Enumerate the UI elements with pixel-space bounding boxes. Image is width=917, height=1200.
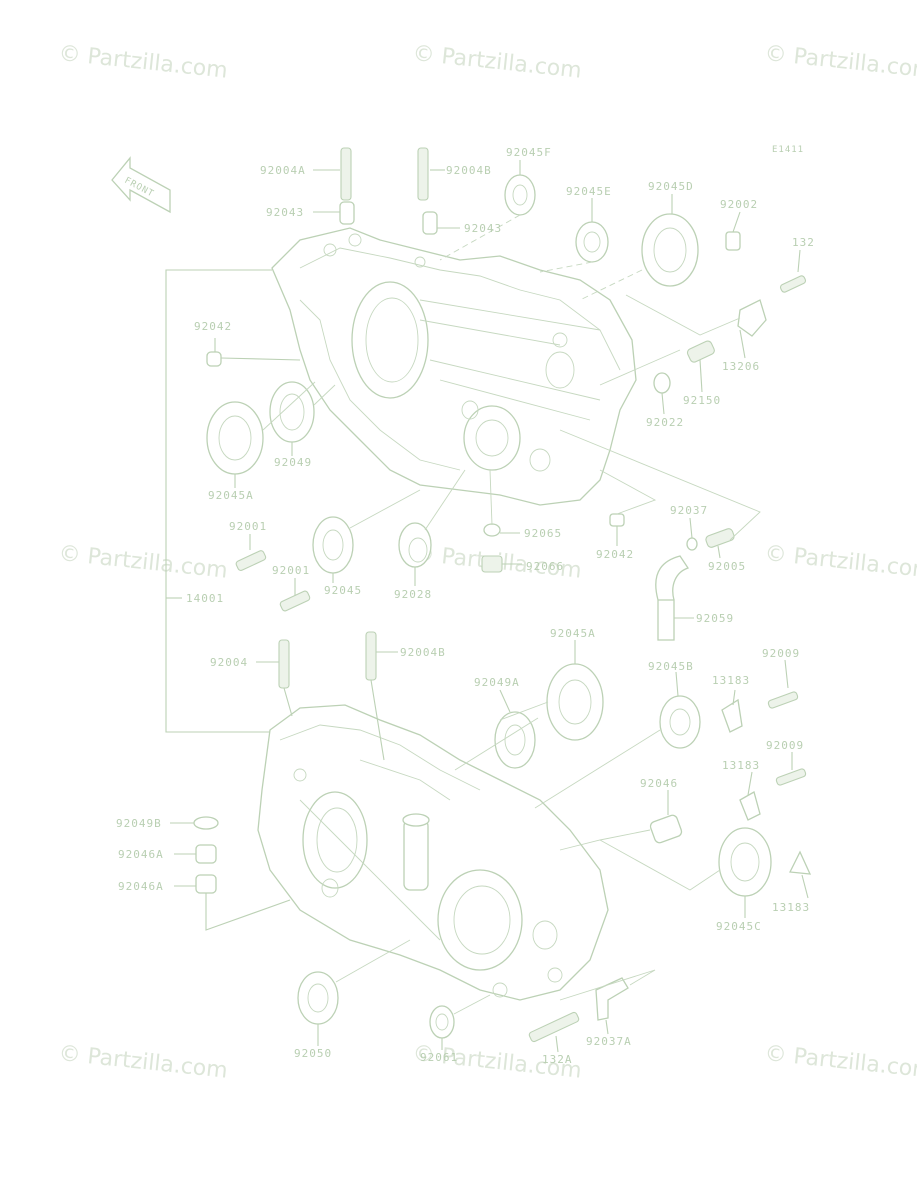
plug-92002 [725,231,741,251]
label-92046A-b: 92046A [118,880,164,893]
ring-92037 [686,537,698,551]
label-92009-b: 92009 [766,739,804,752]
label-92046A-a: 92046A [118,848,164,861]
label-92150: 92150 [683,394,721,407]
label-92043-a: 92043 [266,206,304,219]
label-92042-lower: 92042 [596,548,634,561]
label-92059: 92059 [696,612,734,625]
label-13183-c: 13183 [772,901,810,914]
pin-92042-upper [206,351,222,367]
lower-crankcase [257,704,609,1001]
label-92022: 92022 [646,416,684,429]
label-92045D: 92045D [648,180,694,193]
label-13206: 13206 [722,360,760,373]
label-92004A: 92004A [260,164,306,177]
label-92045B: 92045B [648,660,694,673]
label-92066: 92066 [526,560,564,573]
label-92045A-upper: 92045A [208,489,254,502]
bolt-132 [779,275,807,293]
label-92065: 92065 [524,527,562,540]
label-13183-b: 13183 [722,759,760,772]
label-92004B-upper: 92004B [446,164,492,177]
dowel-92043-a [339,201,355,225]
watermark-2: © Partzilla.com [411,41,582,84]
label-92005: 92005 [708,560,746,573]
upper-bearings [206,174,699,574]
label-92004: 92004 [210,656,248,669]
label-14001: 14001 [186,592,224,605]
part-labels: 92004A 92004B 92045F 92043 92043 92045E … [116,146,815,1066]
sensor-92150 [686,340,715,363]
watermark-7: © Partzilla.com [57,1041,228,1084]
label-92043-b: 92043 [464,222,502,235]
label-92004B-lower: 92004B [400,646,446,659]
label-92050: 92050 [294,1047,332,1060]
plug-92066 [481,555,503,573]
label-92009-a: 92009 [762,647,800,660]
front-arrow-icon: FRONT [111,156,171,214]
label-92028: 92028 [394,588,432,601]
stud-92004B-lower [365,631,377,681]
plate-13206 [737,299,767,337]
label-92042-upper: 92042 [194,320,232,333]
leader-lines [170,160,809,1053]
stud-92004 [278,639,290,689]
fitting-92005 [705,528,735,548]
label-92049A: 92049A [474,676,520,689]
washer-92065 [483,523,501,537]
stud-92004A [340,147,352,201]
label-92037A: 92037A [586,1035,632,1048]
label-92045: 92045 [324,584,362,597]
label-92037: 92037 [670,504,708,517]
label-92045F: 92045F [506,146,552,159]
diagram-code: E1411 [772,145,804,155]
pin-92042-lower [609,513,625,527]
label-92061: 92061 [420,1051,458,1064]
label-92045C: 92045C [716,920,762,933]
bolt-92001-b [279,590,311,612]
label-92002: 92002 [720,198,758,211]
upper-crankcase [271,227,637,506]
case-set-bracket [165,269,272,733]
label-132A: 132A [542,1053,573,1066]
dowel-92043-b [422,211,438,235]
label-92045A-lower: 92045A [550,627,596,640]
label-92046: 92046 [640,777,678,790]
label-92045E: 92045E [566,185,612,198]
stud-92004B-upper [417,147,429,201]
upper-small-parts [206,231,807,641]
label-13183-a: 13183 [712,674,750,687]
label-92049: 92049 [274,456,312,469]
watermark-1: © Partzilla.com [57,41,228,84]
watermark-4: © Partzilla.com [57,541,228,584]
hose-92059 [655,555,690,641]
label-92049B: 92049B [116,817,162,830]
label-92001-b: 92001 [272,564,310,577]
watermark-9: © Partzilla.com [763,1041,917,1084]
watermark-3: © Partzilla.com [763,41,917,84]
label-92001-a: 92001 [229,520,267,533]
lower-bearings [297,663,772,1039]
watermark-6: © Partzilla.com [763,541,917,584]
bolt-92001-a [235,550,267,572]
studs [278,147,429,761]
label-132: 132 [792,236,815,249]
